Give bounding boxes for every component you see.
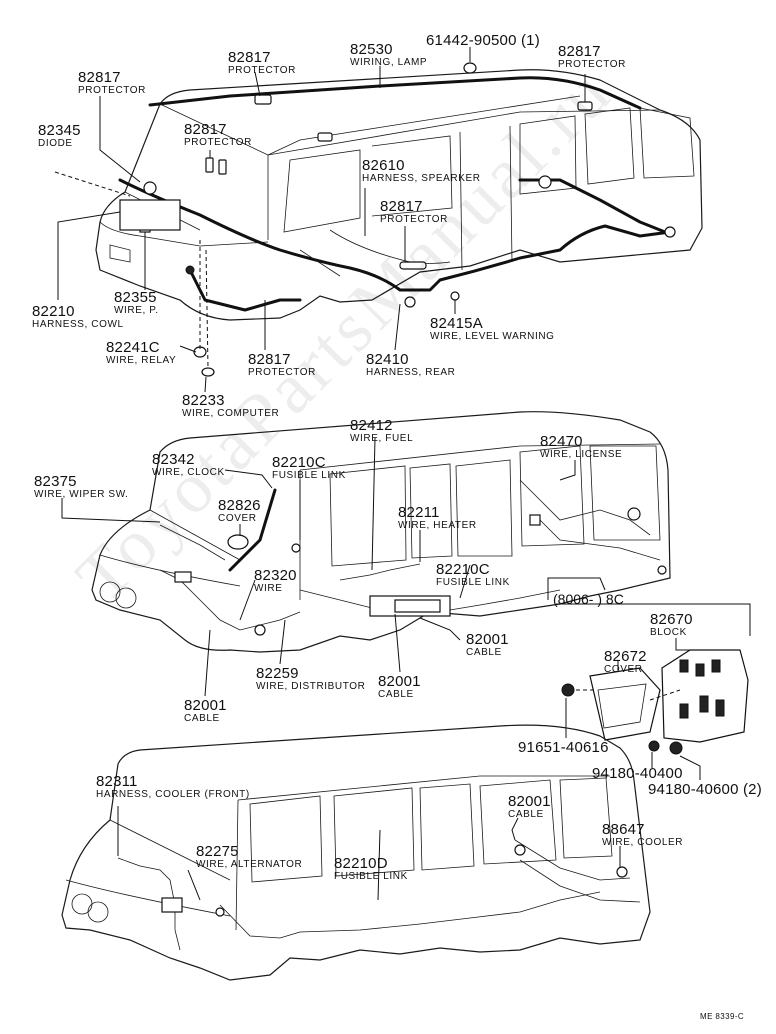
van-top-parts bbox=[119, 62, 676, 377]
van-mid-leaders bbox=[61, 437, 576, 697]
van-mid-parts bbox=[174, 507, 667, 636]
junction-block-assembly bbox=[547, 577, 751, 780]
van-mid-harness bbox=[159, 479, 661, 631]
label-94180-40400: 94180-40400 bbox=[592, 765, 683, 782]
label-91651: 91651-40616 bbox=[518, 739, 609, 756]
label-61442: 61442-90500 (1) bbox=[426, 32, 540, 49]
van-top-harness bbox=[118, 76, 672, 312]
van-bottom-harness bbox=[117, 839, 641, 951]
van-bottom-leaders bbox=[117, 806, 621, 901]
date-range-label: (8006- ) 8C bbox=[553, 591, 624, 607]
illustration-reference: ME 8339-C bbox=[700, 1012, 745, 1021]
label-94180-40600: 94180-40600 (2) bbox=[648, 781, 762, 798]
van-mid-body bbox=[91, 411, 671, 653]
van-top-leaders bbox=[54, 47, 586, 393]
van-bottom-body bbox=[61, 724, 651, 981]
